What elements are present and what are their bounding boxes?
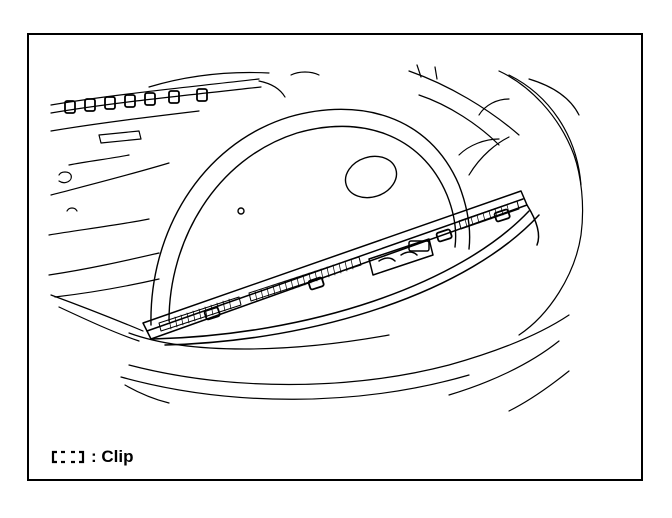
dashed-bracket-clip-icon: [51, 450, 85, 463]
clip-row-top-left: [64, 88, 208, 114]
clip-legend-label: : Clip: [91, 447, 134, 466]
trunk-floor: [50, 294, 390, 350]
trunk-back-wall: [48, 71, 320, 298]
clip-legend: : Clip: [51, 448, 134, 465]
trunk-illustration: [48, 64, 584, 412]
rear-bumper: [120, 314, 570, 412]
figure-frame: : Clip: [27, 33, 643, 481]
clips-on-scuff-plate: [203, 208, 511, 321]
scuff-plate: [142, 190, 540, 346]
spare-tire-cover: [150, 108, 471, 326]
scuff-plate-ribbing: [168, 204, 510, 330]
right-body-panel: [408, 64, 584, 336]
